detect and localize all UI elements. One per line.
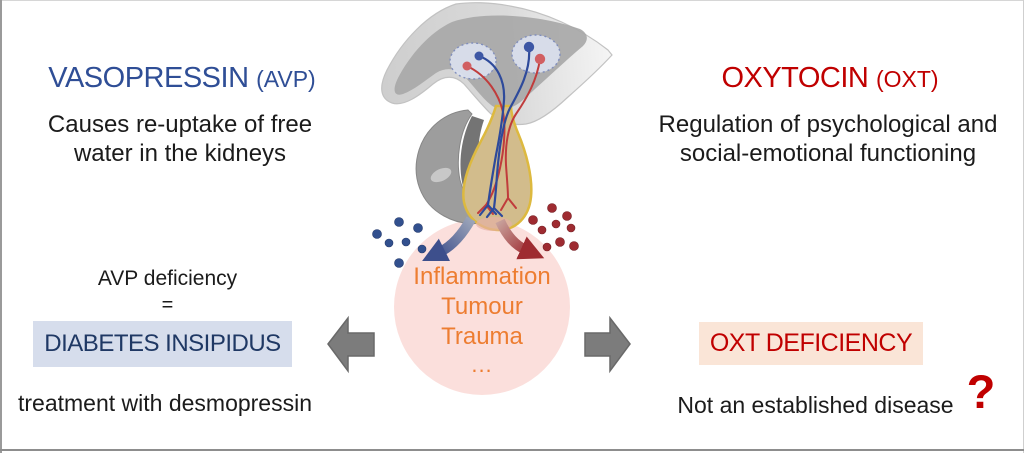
question-mark: ? <box>966 365 996 418</box>
vasopressin-title-main: VASOPRESSIN <box>48 62 249 94</box>
vasopressin-title: VASOPRESSIN (AVP) <box>32 62 332 95</box>
anterior-pituitary-highlight <box>430 167 452 183</box>
oxytocin-title-abbrev: (OXT) <box>875 66 939 92</box>
oxytocin-description: Regulation of psychological and social-e… <box>658 111 998 167</box>
oxt-release-arrow <box>495 218 545 260</box>
cause-ellipsis: ... <box>471 352 493 377</box>
avp-neuron-left <box>474 51 484 61</box>
oxytocin-title: OXYTOCIN (OXT) <box>690 62 970 95</box>
hypothalamic-nucleus-left <box>449 42 497 80</box>
cause-circle <box>394 219 570 395</box>
avp-axons <box>477 45 531 219</box>
cause-tumour: Tumour <box>441 293 523 320</box>
oxt-hormone-dots <box>528 203 579 252</box>
equals-sign: = <box>161 294 174 316</box>
not-established-label: Not an established disease <box>677 392 954 418</box>
slide-border-left <box>0 0 2 453</box>
avp-hormone-dots <box>372 217 427 268</box>
slide-border-top <box>0 0 1024 1</box>
cause-trauma: Trauma <box>441 323 523 350</box>
oxt-neuron-right <box>534 53 546 65</box>
hypothalamic-nucleus-right <box>511 34 561 74</box>
avp-neuron-right <box>523 41 535 53</box>
vasopressin-description: Causes re-uptake of free water in the ki… <box>47 111 313 167</box>
diabetes-insipidus-box: DIABETES INSIPIDUS <box>33 321 292 367</box>
oxt-neuron-left <box>462 61 472 71</box>
vasopressin-title-abbrev: (AVP) <box>256 66 316 92</box>
cause-inflammation: Inflammation <box>413 263 551 290</box>
left-block-arrow <box>327 315 375 374</box>
treatment-label: treatment with desmopressin <box>17 390 312 416</box>
avp-release-arrow <box>422 216 476 261</box>
oxytocin-title-main: OXYTOCIN <box>721 62 869 94</box>
cause-list: Inflammation Tumour Trauma ... <box>372 262 592 378</box>
slide-border-bottom <box>0 449 1024 451</box>
pituitary-illustration <box>327 2 631 395</box>
right-block-arrow <box>584 315 631 374</box>
avp-deficiency-label: AVP deficiency <box>97 267 238 290</box>
oxt-deficiency-box: OXT DEFICIENCY <box>699 322 923 365</box>
